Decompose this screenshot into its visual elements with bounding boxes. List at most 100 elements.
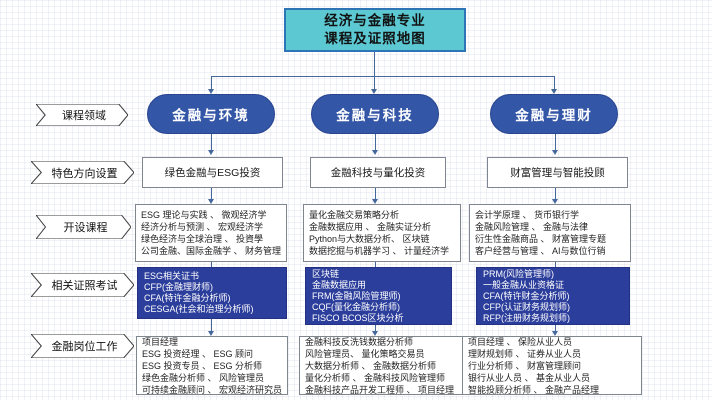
courses-box-environment: ESG 理论与实践 、 微观经济学经济分析与预测 、 宏观经济学绿色经济与全球治… <box>135 204 287 262</box>
connector-line <box>375 262 376 267</box>
row-label-text: 课程领域 <box>62 110 106 122</box>
column-header-finance-environment: 金融与环境 <box>147 94 275 134</box>
courses-box-technology: 量化金融交易策略分析金融数据应用 、 金融实证分析 Python与大数据分析、 区… <box>303 204 461 262</box>
text-line: 大数据分析师 、 金融数据分析师 <box>305 360 437 371</box>
text-line: 项目经理 <box>142 336 179 347</box>
row-label-finance-jobs: 金融岗位工作 <box>31 334 134 358</box>
text-line: PRM(风险管理师) <box>483 268 554 279</box>
arrowhead-icon <box>372 331 378 336</box>
chevron-shape-icon <box>31 273 134 297</box>
text-line: Python与大数据分析、 区块链 <box>309 234 430 244</box>
arrowhead-icon <box>371 89 377 94</box>
text-line: 一般金融从业资格证 <box>483 279 565 290</box>
text-line: CQF(量化金融分析师) <box>312 301 400 312</box>
text-line: 行业分析师 、 财富管理顾问 <box>468 360 582 371</box>
connector-line <box>375 134 376 150</box>
text-line: 金融科技产品开发工程师 、 项目经理 <box>305 384 455 395</box>
row-label-offered-courses: 开设课程 <box>36 215 131 239</box>
text-line: 金融数据应用 <box>312 279 367 290</box>
text-line: 金融风险管理 、 金融与法律 <box>475 222 589 232</box>
text-line: CFP(认证财务规划师) <box>483 301 570 312</box>
row-label-text: 相关证照考试 <box>51 280 118 292</box>
row-label-text: 金融岗位工作 <box>51 341 118 353</box>
diagram-title-line1: 经济与金融专业 <box>324 13 426 28</box>
chevron-shape-icon <box>36 104 128 126</box>
connector-line <box>555 262 556 267</box>
text-line: 经济分析与预测 、 宏观经济学 <box>141 222 264 232</box>
arrowhead-icon <box>552 331 558 336</box>
text-line: CFP(金融理财师) <box>144 282 213 292</box>
courses-box-wealth: 会计学原理 、 货币银行学金融风险管理 、 金融与法律衍生性金融商品 、 财富管… <box>469 204 631 262</box>
row-label-certificate-exams: 相关证照考试 <box>31 273 134 297</box>
arrowhead-icon <box>552 150 558 155</box>
arrowhead-icon <box>208 150 214 155</box>
connector-line <box>555 188 556 199</box>
row-label-direction-setting: 特色方向设置 <box>31 161 134 184</box>
arrowhead-icon <box>552 199 558 204</box>
text-line: FRM(金融风险管理师) <box>312 290 401 301</box>
text-line: ESG 投资专员 、 ESG 分析师 <box>142 360 263 371</box>
direction-box-fintech-quant: 金融科技与量化投资 <box>310 157 446 188</box>
column-header-finance-technology: 金融与科技 <box>311 94 439 134</box>
text-line: 项目经理 、 保险从业人员 <box>468 336 573 347</box>
connector-line <box>375 188 376 199</box>
arrowhead-icon <box>372 150 378 155</box>
text-line: 可持续金融顾问 、 宏观经济研究员 <box>142 384 283 395</box>
text-line: ESG 理论与实践 、 微观经济学 <box>141 210 267 220</box>
text-line: 会计学原理 、 货币银行学 <box>475 210 580 220</box>
text-line: 量化分析师 、 金融科技风险管理师 <box>305 372 446 383</box>
jobs-box-wealth: 项目经理 、 保险从业人员理财规划师 、 证券从业人员行业分析师 、 财富管理顾… <box>462 336 642 395</box>
row-label-text: 特色方向设置 <box>51 167 118 180</box>
text-line: 金融科技反洗钱数据分析师 <box>305 336 414 347</box>
text-line: 理财规划师 、 证券从业人员 <box>468 348 582 359</box>
text-line: CFA(特许金融分析师) <box>144 293 231 303</box>
arrowhead-icon <box>551 89 557 94</box>
arrowhead-icon <box>208 199 214 204</box>
text-line: 公司金融、国际金融学 、 财务管理 <box>141 246 282 256</box>
text-line: 银行从业人员 、 基金从业人员 <box>468 372 591 383</box>
text-line: 智能投顾分析师 、 金融产品经理 <box>468 384 600 395</box>
connector-line <box>211 134 212 150</box>
direction-box-wealth-roboadvisor: 财富管理与智能投顾 <box>487 157 628 188</box>
text-line: 区块链 <box>312 268 340 279</box>
jobs-box-technology: 金融科技反洗钱数据分析师风险管理员、 量化策略交易员大数据分析师 、 金融数据分… <box>299 336 466 395</box>
text-line: 风险管理员、 量化策略交易员 <box>305 348 425 359</box>
text-line: 绿色经济与全球治理 、 投資學 <box>141 234 264 244</box>
connector-line <box>211 188 212 199</box>
connector-line <box>555 134 556 150</box>
text-line: 金融数据应用 、 金融实证分析 <box>309 222 432 232</box>
row-label-text: 开设课程 <box>63 222 108 234</box>
arrowhead-icon <box>208 89 214 94</box>
text-line: 客户经营与管理 、 AI与数位行销 <box>475 246 606 256</box>
text-line: ESG相关证书 <box>144 271 200 281</box>
connector-line <box>211 319 212 331</box>
text-line: ESG 投资经理 、 ESG 顾问 <box>142 348 254 359</box>
row-label-course-domain: 课程领域 <box>36 104 128 126</box>
diagram-title: 经济与金融专业 课程及证照地图 <box>284 8 466 52</box>
text-line: 绿色金融分析师 、 风险管理员 <box>142 372 265 383</box>
connector-drop-col2 <box>374 76 375 89</box>
connector-drop-col3 <box>554 76 555 89</box>
connector-line <box>211 262 212 267</box>
connector-line <box>375 325 376 331</box>
text-line: 量化金融交易策略分析 <box>309 210 400 220</box>
connector-branch-bar <box>211 76 555 77</box>
connector-drop-col1 <box>211 76 212 89</box>
arrowhead-icon <box>372 199 378 204</box>
connector-trunk <box>374 52 375 76</box>
chevron-shape-icon <box>31 334 134 358</box>
arrowhead-icon <box>208 331 214 336</box>
connector-line <box>555 325 556 331</box>
direction-box-green-finance-esg: 绿色金融与ESG投资 <box>142 157 283 188</box>
diagram-title-line2: 课程及证照地图 <box>324 31 426 46</box>
chevron-shape-icon <box>31 161 134 184</box>
chevron-shape-icon <box>36 215 131 239</box>
text-line: 衍生性金融商品 、 财富管理专题 <box>475 234 607 244</box>
text-line: RFP(注册财务规划师) <box>483 312 570 323</box>
text-line: 数据挖掘与机器学习 、 计量经济学 <box>309 246 450 256</box>
text-line: CESGA(社会和治理分析师) <box>144 304 254 314</box>
